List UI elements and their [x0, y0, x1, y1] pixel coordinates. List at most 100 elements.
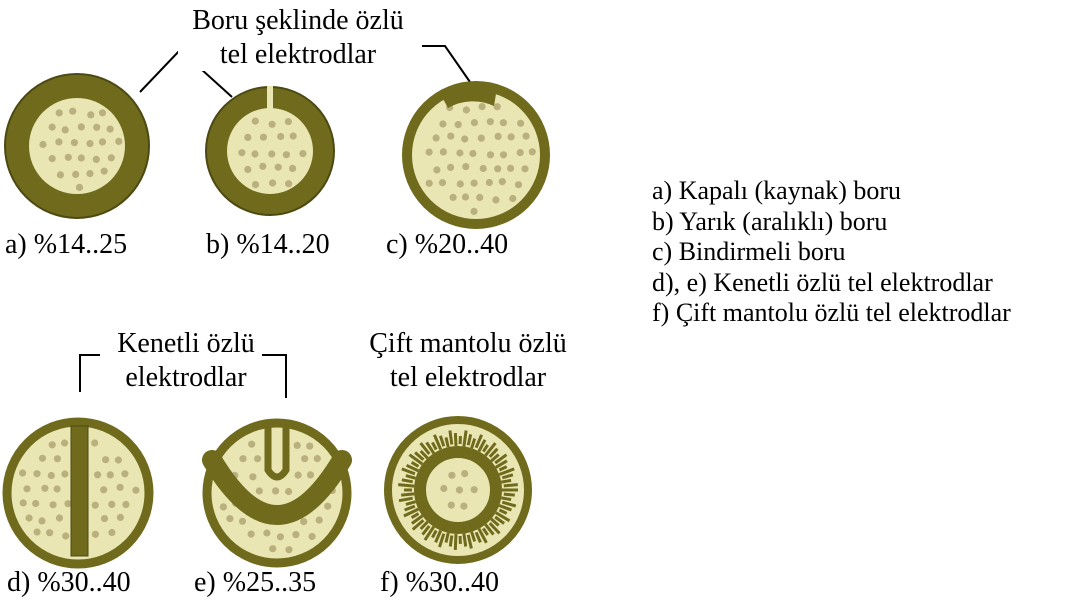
powder-dot [116, 513, 124, 522]
powder-dot [226, 515, 234, 523]
powder-dot [274, 163, 282, 171]
leader-line-d [79, 354, 100, 392]
powder-dot [91, 439, 99, 447]
powder-dot [461, 193, 470, 201]
powder-dot [455, 486, 463, 494]
powder-band-texture [419, 449, 429, 460]
powder-dot [108, 500, 116, 508]
powder-dot [456, 149, 464, 157]
powder-dot [77, 123, 85, 131]
powder-dot [492, 196, 500, 204]
powder-dot [77, 154, 85, 162]
powder-band-texture [484, 442, 497, 457]
powder-dot [432, 134, 440, 142]
powder-band-texture [498, 465, 508, 472]
powder-dot [470, 207, 478, 215]
powder-band-texture [404, 504, 416, 512]
powder-dot [53, 485, 61, 493]
powder-dot [269, 545, 277, 553]
powder-band-texture [501, 473, 514, 480]
powder-dot [447, 501, 455, 509]
powder-dot [462, 106, 470, 114]
caption-d: d) %30..40 [7, 567, 131, 598]
electrode-f-double-sheath [384, 416, 532, 564]
powder-band-texture [474, 531, 482, 543]
powder-band-texture [488, 447, 499, 458]
powder-band-texture [401, 492, 415, 497]
leader-line-c [422, 45, 471, 83]
powder-dot [272, 487, 280, 495]
powder-dot [285, 180, 293, 188]
powder-dot [308, 532, 316, 541]
powder-dot [285, 546, 293, 554]
powder-dot [33, 470, 41, 478]
powder-band-texture [501, 496, 512, 502]
powder-band-texture [411, 514, 424, 525]
powder-dot [122, 500, 130, 509]
interlock-u-strip [202, 450, 352, 526]
powder-band-texture [423, 525, 436, 541]
legend-item-f: f) Çift mantolu özlü tel elektrodlar [652, 298, 1011, 327]
powder-dot [294, 471, 302, 479]
powder-band-texture [434, 529, 443, 543]
powder-dot [48, 441, 56, 449]
powder-dot [244, 165, 252, 174]
powder-dot [486, 118, 494, 126]
powder-dot [251, 117, 259, 125]
powder-dot [106, 471, 114, 479]
legend-item-de: d), e) Kenetli özlü tel elektrodlar [652, 267, 993, 297]
powder-band-texture [503, 483, 518, 488]
powder-dot [33, 528, 41, 536]
electrode-e-interlocked-u [202, 418, 352, 568]
powder-dot [438, 179, 447, 187]
group-title-tube-line1: Boru şeklinde özlü [192, 5, 404, 36]
powder-band-texture [501, 500, 517, 508]
powder-dot [476, 193, 484, 201]
caption-a: a) %14..25 [5, 229, 128, 260]
powder-dot [516, 149, 524, 157]
powder-band-texture [495, 511, 511, 523]
powder-dot [53, 455, 62, 463]
powder-dot [219, 503, 227, 511]
powder-band-texture [405, 500, 417, 506]
powder-dot [470, 486, 478, 494]
powder-band-texture [466, 434, 473, 446]
sheath-overlap [442, 89, 496, 108]
powder-dot [86, 140, 94, 148]
powder-dot [92, 155, 100, 163]
group-title-tube-line2: tel elektrodlar [219, 38, 377, 70]
powder-band-texture [484, 523, 495, 536]
powder-dot [70, 139, 78, 147]
powder-band-texture [462, 430, 468, 447]
powder-band-texture [494, 453, 508, 465]
powder-band-texture [411, 519, 425, 531]
powder-dot [86, 170, 94, 178]
electrode-c-overlap-tube [402, 81, 550, 229]
powder-band-texture [490, 517, 500, 527]
powder-dot [247, 530, 255, 538]
group-title-tube: Boru şeklinde özlü tel elektrodlar [178, 4, 418, 72]
powder-dot [72, 170, 80, 178]
powder-band-texture [498, 467, 515, 476]
powder-dot [91, 530, 99, 538]
group-title-interlocked: Kenetli özlü elektrodlar [96, 327, 276, 394]
powder-dot [239, 455, 247, 463]
powder-dot [470, 119, 478, 127]
powder-dot [94, 471, 102, 479]
powder-dot [64, 153, 72, 161]
powder-band-texture [410, 512, 420, 519]
powder-dot [498, 178, 506, 186]
powder-dot [75, 183, 84, 191]
powder-dot [284, 118, 292, 126]
powder-dot [499, 119, 507, 127]
powder-dot [107, 154, 115, 162]
powder-dot [509, 194, 517, 203]
powder-dot [46, 529, 54, 537]
group-title-double-sheath-line1: Çift mantolu özlü [369, 328, 567, 359]
powder-dot [447, 132, 455, 140]
powder-dot [282, 151, 290, 159]
powder-dot [440, 484, 448, 493]
powder-dot [121, 470, 129, 478]
powder-band-texture [421, 525, 431, 536]
